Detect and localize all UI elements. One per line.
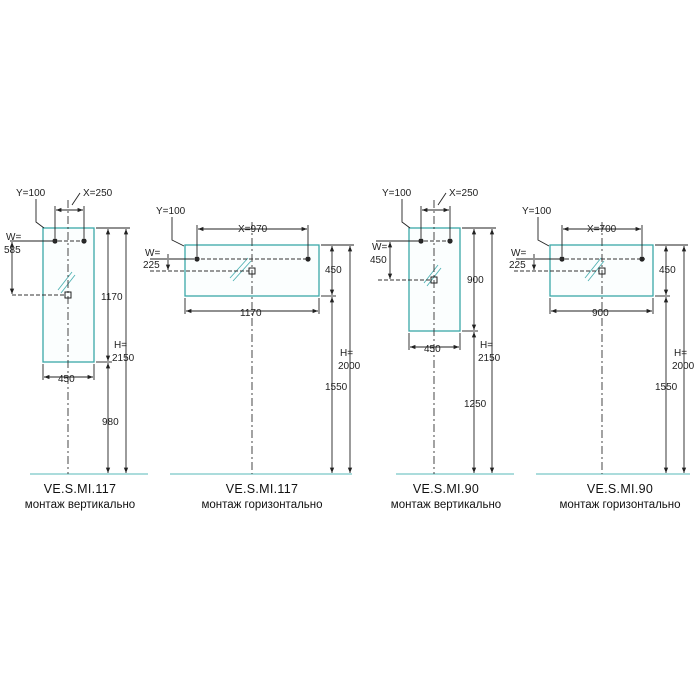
w-label: W= [145, 248, 160, 259]
w-value: 225 [143, 260, 160, 271]
diagram-vesmi117-horizontal: Y=100 X=970 W= 225 1170 450 1550 H= 2000… [143, 206, 361, 511]
diagram-vesmi117-vertical: Y=100 X=250 W= 585 450 1170 980 H= 2150 … [4, 188, 148, 511]
total-value: 2150 [478, 353, 501, 364]
mounting-type: монтаж горизонтально [201, 499, 322, 511]
total-label: H= [340, 348, 353, 359]
total-label: H= [480, 340, 493, 351]
width-value: 900 [592, 308, 609, 319]
upper-value: 1170 [101, 292, 123, 303]
y-leader [35, 199, 45, 229]
width-value: 450 [424, 344, 441, 355]
total-value: 2000 [338, 361, 361, 372]
mirror-outline [42, 227, 95, 363]
upper-value: 450 [325, 265, 342, 276]
x-label: X=970 [238, 224, 268, 235]
x-leader [71, 192, 81, 206]
y-leader [537, 217, 550, 247]
reflection-mark [57, 271, 73, 291]
mirror-outline [408, 227, 461, 332]
total-label: H= [114, 340, 127, 351]
mounting-type: монтаж горизонтально [559, 499, 680, 511]
reflection-mark [229, 257, 249, 279]
width-value: 1170 [240, 308, 262, 319]
y-label: Y=100 [16, 188, 46, 199]
socket-icon [64, 291, 72, 299]
mounting-type: монтаж вертикально [25, 499, 135, 511]
mount-point [305, 256, 311, 262]
upper-value: 900 [467, 275, 484, 286]
lower-value: 980 [102, 417, 119, 428]
w-label: W= [6, 232, 21, 243]
x-label: X=250 [449, 188, 479, 199]
mount-point [639, 256, 645, 262]
y-label: Y=100 [522, 206, 552, 217]
w-value: 450 [370, 255, 387, 266]
w-label: W= [511, 248, 526, 259]
mirror-outline [549, 244, 654, 297]
lower-value: 1550 [325, 382, 348, 393]
width-value: 450 [58, 374, 75, 385]
reflection-mark [584, 257, 602, 279]
model-name: VE.S.MI.90 [587, 482, 653, 496]
model-name: VE.S.MI.90 [413, 482, 479, 496]
y-leader [171, 217, 185, 247]
y-label: Y=100 [156, 206, 186, 217]
total-value: 2150 [112, 353, 135, 364]
upper-value: 450 [659, 265, 676, 276]
w-label: W= [372, 242, 387, 253]
mounting-type: монтаж вертикально [391, 499, 501, 511]
total-value: 2000 [672, 361, 695, 372]
diagram-vesmi90-horizontal: Y=100 X=700 W= 225 900 450 1550 H= 2000 … [509, 206, 695, 511]
socket-icon [430, 276, 438, 284]
lower-value: 1250 [464, 399, 487, 410]
model-name: VE.S.MI.117 [226, 482, 299, 496]
lower-value: 1550 [655, 382, 678, 393]
y-label: Y=100 [382, 188, 412, 199]
w-value: 225 [509, 260, 526, 271]
w-value: 585 [4, 245, 21, 256]
x-label: X=250 [83, 188, 113, 199]
diagram-vesmi90-vertical: Y=100 X=250 W= 450 450 900 1250 H= 2150 … [370, 188, 514, 511]
model-name: VE.S.MI.117 [44, 482, 117, 496]
total-label: H= [674, 348, 687, 359]
x-leader [437, 192, 447, 206]
y-leader [401, 199, 411, 229]
x-label: X=700 [587, 224, 617, 235]
